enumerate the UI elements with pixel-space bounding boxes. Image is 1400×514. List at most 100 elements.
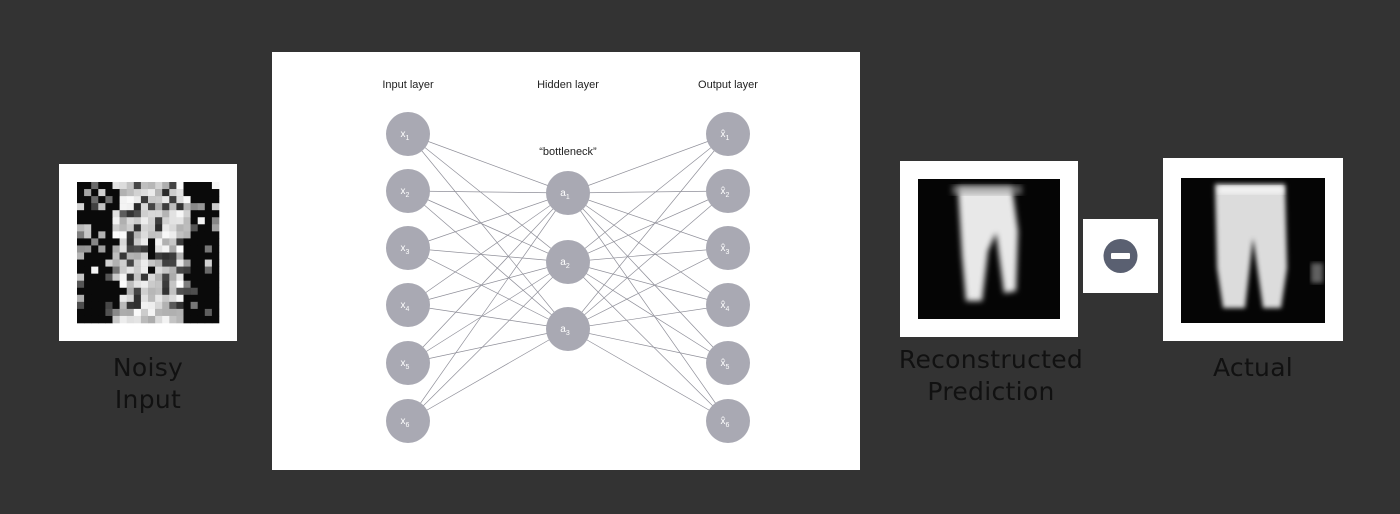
noise-pixel [98, 189, 106, 197]
input-node-1: x1 [386, 112, 430, 156]
edge-input-5-hidden-2 [407, 261, 569, 364]
noise-pixel [105, 203, 113, 211]
noise-pixel [162, 224, 170, 232]
noise-pixel [148, 182, 156, 190]
hidden-node-circle [546, 240, 590, 284]
noise-pixel [176, 301, 184, 310]
reconstructed-pants-picture [918, 179, 1060, 319]
noise-pixel [119, 287, 127, 296]
noise-pixel [119, 203, 127, 211]
noise-pixel [169, 259, 177, 267]
noise-pixel [77, 273, 85, 281]
input-node-symbol: x [401, 416, 406, 427]
noise-pixel [112, 231, 120, 239]
output-node-label: x̂2 [721, 185, 730, 199]
edge-input-2-hidden-2 [407, 190, 569, 263]
noise-pixel [211, 203, 220, 211]
noise-pixel [211, 182, 220, 190]
noise-pixel [176, 273, 184, 281]
noise-pixel [77, 315, 85, 324]
noise-pixel [183, 280, 191, 289]
output-node-symbol: x̂ [721, 299, 726, 311]
noise-pixel [169, 196, 177, 204]
noise-pixel [140, 182, 149, 190]
noise-pixel [190, 273, 198, 281]
noise-pixel [126, 273, 135, 281]
noise-pixel [140, 189, 149, 197]
hidden-node-1: a1 [546, 171, 590, 215]
input-node-circle [386, 341, 430, 385]
noise-pixel [98, 301, 106, 310]
noise-pixel [197, 196, 206, 204]
noise-pixel [162, 189, 170, 197]
noise-pixel [183, 182, 191, 190]
noise-pixel [77, 182, 85, 190]
input-node-3: x3 [386, 226, 430, 270]
noise-pixel [155, 231, 163, 239]
noise-pixel [98, 182, 106, 190]
input-node-symbol: x [401, 129, 406, 140]
noise-pixel [211, 252, 220, 260]
noise-pixel [190, 315, 198, 324]
noise-pixel [140, 294, 149, 303]
noise-pixel [112, 252, 120, 260]
noise-pixel [176, 196, 184, 204]
noise-pixel [190, 245, 198, 253]
noise-pixel [211, 210, 220, 218]
noise-pixel [176, 245, 184, 253]
output-layer-label: Output layer [698, 79, 758, 91]
hidden-node-symbol: a [560, 324, 566, 335]
noise-pixel [84, 238, 92, 246]
edge-hidden-3-output-4 [567, 304, 729, 330]
edge-input-6-hidden-3 [407, 328, 569, 422]
noise-pixel [155, 266, 163, 274]
noise-pixel [169, 238, 177, 246]
noise-pixel [133, 196, 142, 204]
noise-pixel [183, 252, 191, 260]
noise-pixel [84, 196, 92, 204]
noise-pixel [105, 273, 113, 281]
noise-pixel [190, 266, 198, 274]
hidden-node-label: a1 [560, 188, 570, 201]
noise-pixel [197, 210, 206, 218]
noise-pixel [126, 196, 135, 204]
noise-pixel [84, 308, 92, 317]
input-node-subscript: 5 [406, 364, 410, 371]
noise-pixel [98, 259, 106, 267]
noise-pixel [176, 189, 184, 197]
noise-pixel [183, 308, 191, 317]
noise-pixel [162, 308, 170, 317]
noise-pixel [77, 301, 85, 310]
noise-pixel [119, 280, 127, 289]
noise-pixel [204, 294, 213, 303]
noise-pixel [197, 301, 206, 310]
noise-pixel [155, 210, 163, 218]
edge-hidden-1-output-6 [567, 192, 729, 422]
output-node-subscript: 2 [726, 192, 730, 199]
output-node-label: x̂3 [721, 242, 730, 256]
noise-pixel [183, 217, 191, 225]
noisy-input-pixels [77, 182, 220, 324]
noise-pixel [84, 266, 92, 274]
input-node-circle [386, 283, 430, 327]
noise-pixel [84, 294, 92, 303]
noise-pixel [126, 252, 135, 260]
noise-pixel [190, 217, 198, 225]
noise-pixel [126, 210, 135, 218]
noise-pixel [112, 196, 120, 204]
noise-pixel [190, 224, 198, 232]
noise-pixel [126, 280, 135, 289]
noise-pixel [77, 189, 85, 197]
noise-pixel [84, 189, 92, 197]
input-node-label: x6 [401, 416, 410, 429]
noise-pixel [98, 210, 106, 218]
noise-pixel [169, 301, 177, 310]
noise-pixel [91, 231, 99, 239]
noise-pixel [140, 196, 149, 204]
output-node-subscript: 4 [726, 306, 730, 313]
actual-image [1163, 158, 1343, 341]
noise-pixel [84, 252, 92, 260]
noise-pixel [112, 280, 120, 289]
output-node-symbol: x̂ [721, 128, 726, 140]
output-node-circle [706, 169, 750, 213]
